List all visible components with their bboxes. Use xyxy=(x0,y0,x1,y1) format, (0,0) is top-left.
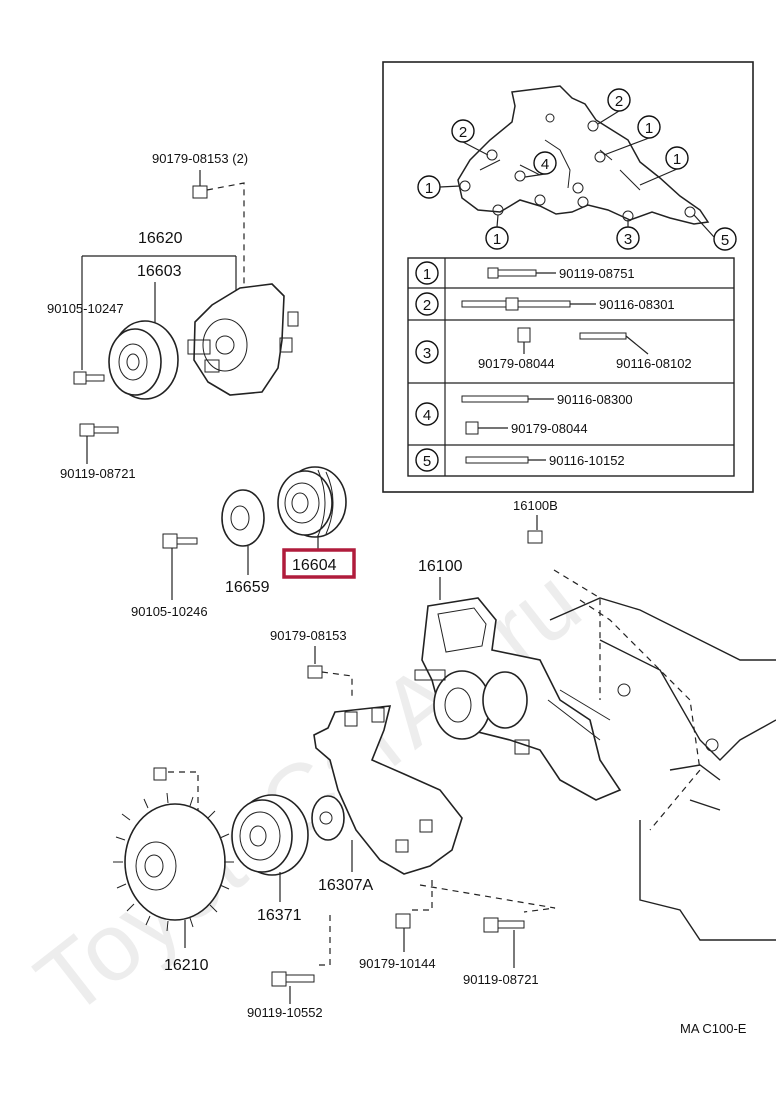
inset-part-90179-08044: 90179-08044 xyxy=(478,356,555,371)
label-16603: 16603 xyxy=(137,263,182,280)
inset-callout-2-top: 2 xyxy=(607,88,631,112)
svg-text:1: 1 xyxy=(645,120,653,137)
svg-text:3: 3 xyxy=(624,231,632,248)
svg-text:4: 4 xyxy=(423,407,431,424)
water-pump-group: 16100B 16100 xyxy=(414,498,776,941)
inset-row-5: 5 90116-10152 xyxy=(415,448,625,472)
svg-text:2: 2 xyxy=(459,124,467,141)
inset-part-90119-08751: 90119-08751 xyxy=(559,266,635,281)
diagram-code: MA C100-E xyxy=(680,1021,747,1036)
label-16307A: 16307A xyxy=(318,877,373,894)
label-90119-08721-bottom: 90119-08721 xyxy=(463,972,539,987)
svg-text:2: 2 xyxy=(615,93,623,110)
inset-callout-1-right: 1 xyxy=(665,146,689,170)
inset-row-1: 1 90119-08751 xyxy=(415,261,635,285)
label-90179-08153: 90179-08153 xyxy=(270,628,347,643)
inset-callout-2-left: 2 xyxy=(451,119,475,143)
svg-text:1: 1 xyxy=(425,180,433,197)
inset-row-4: 4 90116-08300 90179-08044 xyxy=(415,392,633,436)
inset-part-90179-08044-b: 90179-08044 xyxy=(511,421,588,436)
inset-callout-3: 3 xyxy=(616,226,640,250)
label-16659: 16659 xyxy=(225,579,270,596)
inset-callout-1-left: 1 xyxy=(417,175,441,199)
label-90105-10247: 90105-10247 xyxy=(47,301,124,316)
svg-text:3: 3 xyxy=(423,345,431,362)
inset-panel: 2 2 1 4 1 1 1 3 5 1 90119-08751 2 90116-… xyxy=(382,61,754,493)
highlight-box xyxy=(282,548,356,579)
inset-callout-1-bottom: 1 xyxy=(485,226,509,250)
inset-callout-4: 4 xyxy=(533,151,557,175)
label-90179-08153-2: 90179-08153 (2) xyxy=(152,151,248,166)
idler-group: 90179-08153 (2) 16620 16603 90105-10247 … xyxy=(47,151,299,481)
label-90119-10552: 90119-10552 xyxy=(247,1005,323,1020)
inset-part-90116-08301: 90116-08301 xyxy=(599,297,675,312)
label-16100: 16100 xyxy=(418,558,463,575)
svg-text:4: 4 xyxy=(541,156,549,173)
label-16100B: 16100B xyxy=(513,498,558,513)
label-16371: 16371 xyxy=(257,907,302,924)
label-16604[interactable]: 16604 xyxy=(292,557,337,574)
svg-text:1: 1 xyxy=(493,231,501,248)
svg-text:5: 5 xyxy=(721,232,729,249)
inset-part-90116-10152: 90116-10152 xyxy=(549,453,625,468)
pulley-group: 16604 16659 90105-10246 xyxy=(131,466,356,619)
inset-callout-1-topright: 1 xyxy=(637,115,661,139)
label-16210: 16210 xyxy=(164,957,209,974)
svg-text:1: 1 xyxy=(423,266,431,283)
label-90119-08721-top: 90119-08721 xyxy=(60,466,136,481)
inset-callout-5: 5 xyxy=(713,227,737,251)
bracket-group: 90179-08153 16307A xyxy=(270,628,463,894)
watermark: ToyotaCarAll.ru xyxy=(17,548,600,1036)
inset-row-3: 3 90179-08044 90116-08102 xyxy=(415,327,692,371)
label-90105-10246: 90105-10246 xyxy=(131,604,208,619)
fan-group: 16210 16371 xyxy=(113,767,345,974)
inset-part-90116-08102: 90116-08102 xyxy=(616,356,692,371)
svg-text:1: 1 xyxy=(673,151,681,168)
label-16620: 16620 xyxy=(138,230,183,247)
label-90179-10144: 90179-10144 xyxy=(359,956,436,971)
svg-text:5: 5 xyxy=(423,453,431,470)
svg-text:2: 2 xyxy=(423,297,431,314)
bottom-fasteners: 90179-10144 90119-10552 90119-08721 xyxy=(247,880,556,1020)
inset-part-90116-08300: 90116-08300 xyxy=(557,392,633,407)
inset-row-2: 2 90116-08301 xyxy=(415,292,675,316)
